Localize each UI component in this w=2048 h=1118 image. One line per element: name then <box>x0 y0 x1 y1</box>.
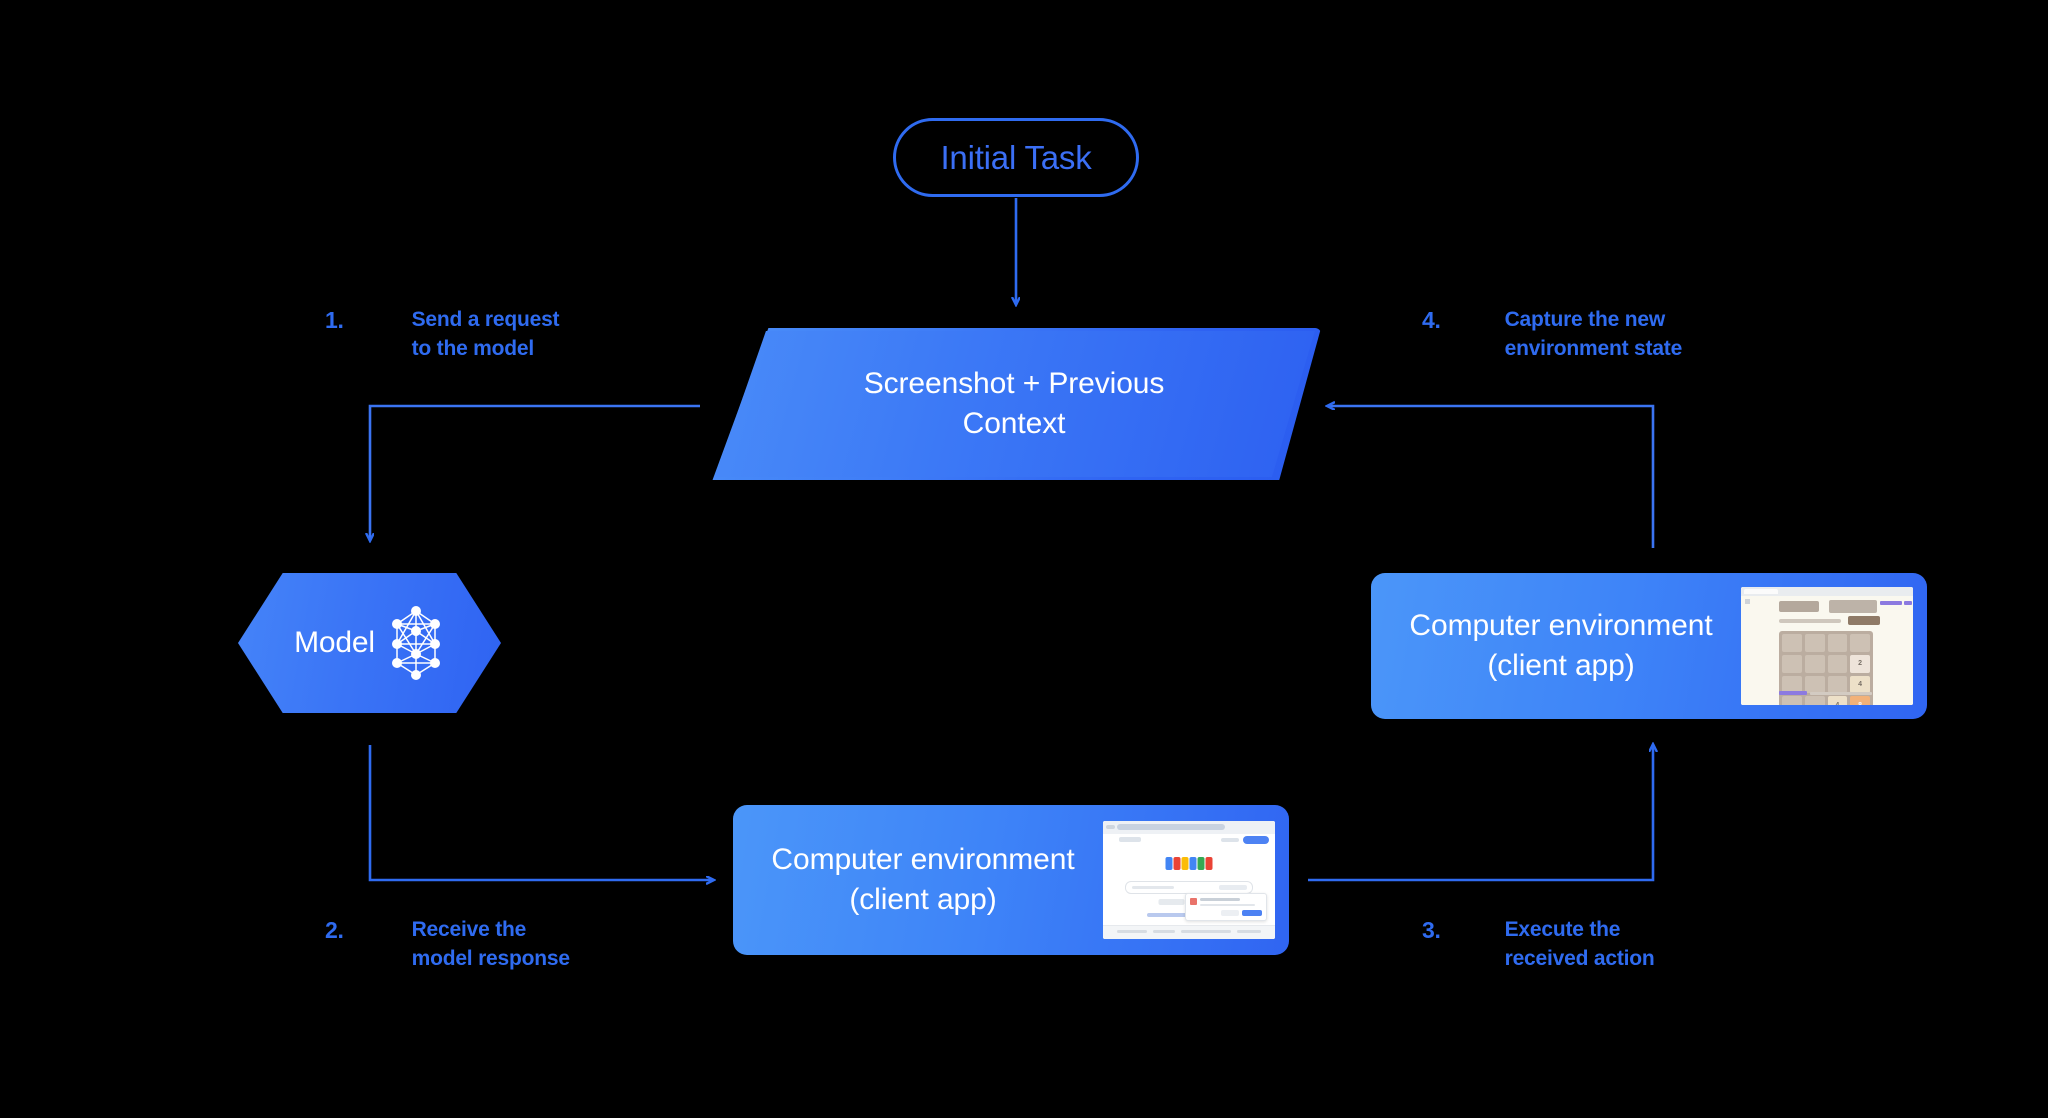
page-link-2 <box>1904 601 1912 605</box>
google-footer <box>1103 925 1275 939</box>
grid-tile: 2 <box>1850 654 1870 673</box>
browser-nav-icons <box>1106 825 1115 829</box>
context-node-text: Screenshot + Previous Context <box>707 328 1321 480</box>
model-node[interactable]: Model <box>238 573 501 713</box>
connector-env-bottom-to-env-right <box>1308 744 1653 882</box>
step-3-label: 3. Execute the received action <box>1422 915 1655 973</box>
browser-url-bar <box>1117 824 1225 830</box>
game-subtitle <box>1779 619 1841 623</box>
initial-task-node[interactable]: Initial Task <box>893 118 1139 197</box>
env-card-right-line2: (client app) <box>1487 649 1635 682</box>
grid-cell <box>1804 654 1825 673</box>
context-node[interactable]: Screenshot + Previous Context <box>707 328 1321 480</box>
env-card-bottom-line1: Computer environment <box>771 843 1075 876</box>
grid-cell <box>1827 654 1848 673</box>
grid-cell <box>1804 634 1825 652</box>
env-card-right-text: Computer environment (client app) <box>1371 606 1741 686</box>
grid-cell <box>1782 654 1802 673</box>
step-1-label: 1. Send a request to the model <box>325 305 560 363</box>
google-logo <box>1165 857 1213 870</box>
header-links <box>1221 838 1239 842</box>
env-card-bottom-text: Computer environment (client app) <box>733 840 1103 920</box>
context-node-line1: Screenshot + Previous <box>863 367 1165 400</box>
initial-task-label: Initial Task <box>940 138 1092 176</box>
context-node-line2: Context <box>962 407 1066 440</box>
grid-cell <box>1827 634 1848 652</box>
context-node-shape-inner <box>714 331 1315 477</box>
browser-tabstrip <box>1741 587 1913 596</box>
score-box <box>1829 600 1877 613</box>
step-1-text: Send a request to the model <box>411 308 560 360</box>
browser-bookmark <box>1119 837 1141 842</box>
step-3-number: 3. <box>1422 917 1441 943</box>
step-4-text: Capture the new environment state <box>1504 308 1683 360</box>
step-1-number: 1. <box>325 307 344 333</box>
favicon-icon <box>1745 599 1750 604</box>
step-3-text: Execute the received action <box>1504 918 1655 970</box>
game-footer-text <box>1810 692 1872 695</box>
step-2-text: Receive the model response <box>411 918 570 970</box>
env-card-right[interactable]: Computer environment (client app) 2 <box>1371 573 1927 719</box>
step-2-label: 2. Receive the model response <box>325 915 570 973</box>
grid-cell <box>1782 696 1802 705</box>
grid-cell <box>1782 675 1802 694</box>
grid-cell <box>1827 675 1848 694</box>
grid-tile: 4 <box>1850 675 1870 694</box>
signin-button <box>1243 836 1269 844</box>
browser-content-top <box>1103 834 1275 846</box>
grid-cell <box>1804 696 1825 705</box>
game-2048-thumbnail: 2 4 4 8 <box>1741 587 1913 705</box>
step-4-number: 4. <box>1422 307 1441 333</box>
step-2-number: 2. <box>325 917 344 943</box>
model-node-shape <box>238 573 501 713</box>
browser-dialog <box>1185 893 1267 921</box>
grid-cell <box>1782 634 1802 652</box>
env-card-right-line1: Computer environment <box>1409 609 1713 642</box>
grid-tile: 8 <box>1850 696 1870 705</box>
game-footer-link <box>1779 691 1807 695</box>
model-node-label: Model <box>294 626 375 659</box>
grid-cell <box>1850 634 1870 652</box>
game-title <box>1779 601 1819 612</box>
connector-env-right-to-context <box>1327 406 1655 548</box>
env-card-bottom-line2: (client app) <box>849 883 997 916</box>
step-4-label: 4. Capture the new environment state <box>1422 305 1682 363</box>
grid-cell <box>1804 675 1825 694</box>
new-game-button <box>1848 616 1880 625</box>
connector-context-to-model <box>370 404 700 541</box>
grid-tile: 4 <box>1827 696 1848 705</box>
connector-model-to-env-bottom <box>368 745 714 880</box>
page-link-1 <box>1880 601 1902 605</box>
browser-tab <box>1744 589 1778 594</box>
neural-network-icon <box>387 604 445 682</box>
env-card-bottom[interactable]: Computer environment (client app) <box>733 805 1289 955</box>
google-search-thumbnail <box>1103 821 1275 939</box>
